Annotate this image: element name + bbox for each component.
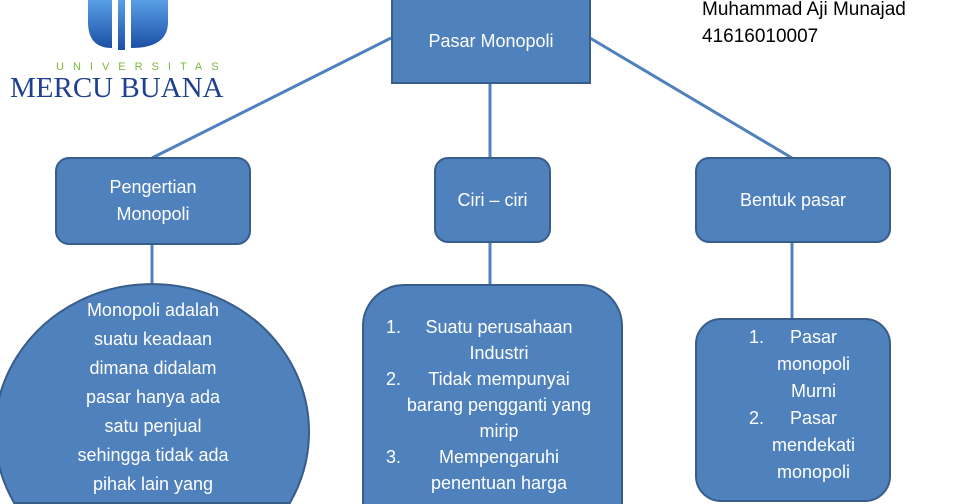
bentuk-content: 1.Pasar monopoli Murni 2.Pasar mendekati… (695, 318, 891, 502)
list-item: 2.Pasar mendekati monopoli (749, 408, 856, 482)
branch-label: Bentuk pasar (739, 189, 847, 210)
list-item: 1.Pasar monopoli Murni (749, 327, 851, 401)
branch-label-line: Monopoli (116, 204, 190, 224)
university-logo: UNIVERSITAS MERCU BUANA (8, 0, 248, 104)
branch-ciri: Ciri – ciri (434, 157, 551, 243)
author-nim: 41616010007 (702, 26, 819, 47)
author-info: Muhammad Aji Munajad 41616010007 (702, 0, 906, 50)
branch-label-line: Pengertian (109, 177, 197, 197)
logo-universitas: UNIVERSITAS (56, 61, 228, 73)
content-line: pihak lain yang (92, 474, 214, 494)
pengertian-content-ellipse (0, 283, 310, 504)
list-item: 1.Suatu perusahaan Industri (386, 317, 573, 363)
connector-root-pengertian (151, 36, 392, 160)
branch-bentuk: Bentuk pasar (695, 157, 891, 243)
logo-mercu-buana: MERCU BUANA (10, 72, 224, 100)
list-item: 3.Mempengaruhi penentuan harga (386, 447, 568, 493)
content-line: dimana didalam (89, 358, 217, 378)
pengertian-content: Monopoli adalah suatu keadaan dimana did… (0, 296, 306, 499)
branch-label: Ciri – ciri (457, 189, 528, 210)
content-line: satu penjual (104, 416, 202, 436)
content-line: pasar hanya ada (85, 387, 221, 407)
content-line: suatu keadaan (93, 329, 213, 349)
content-line: Monopoli adalah (86, 300, 220, 320)
branch-pengertian: Pengertian Monopoli (55, 157, 251, 245)
content-line: sehingga tidak ada (77, 445, 229, 465)
root-node: Pasar Monopoli (391, 0, 591, 84)
list-item: 2.Tidak mempunyai barang pengganti yang … (386, 369, 592, 441)
author-name: Muhammad Aji Munajad (702, 0, 906, 20)
ciri-content: 1.Suatu perusahaan Industri 2.Tidak memp… (362, 284, 623, 504)
connector-root-bentuk (589, 36, 793, 160)
root-label: Pasar Monopoli (428, 30, 554, 51)
